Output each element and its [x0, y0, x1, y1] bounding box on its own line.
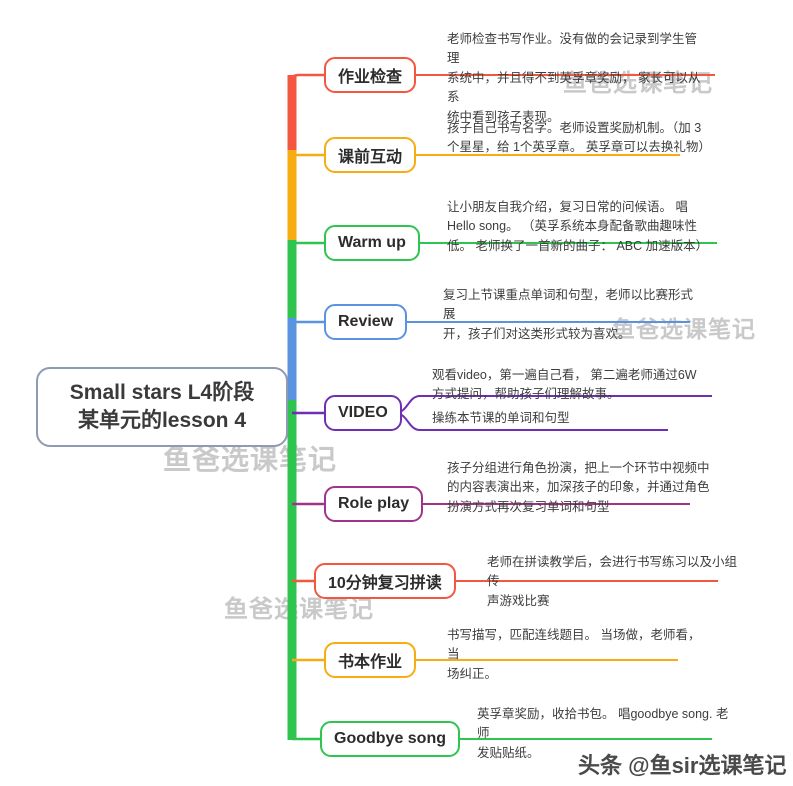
watermark: 鱼爸选课笔记 [224, 596, 374, 623]
topic-description: 观看video，第一遍自己看， 第二遍老师通过6W 方式提问，帮助孩子们理解故事… [432, 368, 697, 402]
topic-label: 课前互动 [338, 149, 403, 166]
root-node[interactable]: Small stars L4阶段 某单元的lesson 4 [36, 367, 288, 447]
topic-node-video[interactable]: VIDEO [324, 395, 402, 431]
topic-label: 书本作业 [338, 654, 403, 671]
topic-description: 复习上节课重点单词和句型，老师以比赛形式展 开，孩子们对这类形式较为喜欢。 [443, 288, 694, 341]
topic-description: 书写描写，匹配连线题目。 当场做，老师看，当 场纠正。 [447, 628, 701, 681]
topic-sub-description: 操练本节课的单词和句型 [432, 411, 570, 425]
topic-node-pre-class-interaction[interactable]: 课前互动 [324, 137, 417, 173]
topic-description: 老师在拼读教学后，会进行书写练习以及小组传 声游戏比赛 [487, 555, 738, 608]
watermark: 鱼爸选课笔记 [612, 316, 756, 342]
attribution-text: 头条 @鱼sir选课笔记 [578, 753, 787, 778]
topic-node-role-play[interactable]: Role play [324, 486, 424, 522]
topic-label: Warm up [338, 234, 406, 251]
topic-description: 孩子自己书写名字。老师设置奖励机制。（加 3 个星星，给 1个英孚章。 英孚章可… [447, 121, 711, 155]
topic-label: Role play [338, 495, 410, 512]
topic-node-phonics-review[interactable]: 10分钟复习拼读 [314, 563, 456, 599]
topic-node-warm-up[interactable]: Warm up [324, 225, 420, 261]
watermark: 鱼爸选课笔记 [163, 444, 338, 475]
topic-label: Goodbye song [334, 730, 446, 747]
topic-label: 作业检查 [338, 69, 403, 86]
topic-node-book-homework[interactable]: 书本作业 [324, 642, 417, 678]
topic-node-homework-check[interactable]: 作业检查 [324, 57, 417, 93]
topic-label: VIDEO [338, 404, 388, 421]
topic-description: 英孚章奖励，收拾书包。 唱goodbye song. 老师 发贴贴纸。 [477, 707, 729, 760]
topic-node-goodbye-song[interactable]: Goodbye song [320, 721, 460, 757]
topic-label: Review [338, 313, 394, 330]
root-title-line1: Small stars L4阶段 [69, 381, 255, 405]
topic-description: 孩子分组进行角色扮演，把上一个环节中视频中 的内容表演出来，加深孩子的印象，并通… [447, 461, 710, 514]
root-title-line2: 某单元的lesson 4 [77, 409, 247, 432]
topic-description: 老师检查书写作业。没有做的会记录到学生管理 系统中，并且得不到英孚章奖励， 家长… [447, 32, 701, 124]
topic-label: 10分钟复习拼读 [328, 575, 442, 592]
topic-description: 让小朋友自我介绍，复习日常的问候语。 唱 Hello song。 （英孚系统本身… [447, 200, 709, 253]
topic-node-review[interactable]: Review [324, 304, 408, 340]
